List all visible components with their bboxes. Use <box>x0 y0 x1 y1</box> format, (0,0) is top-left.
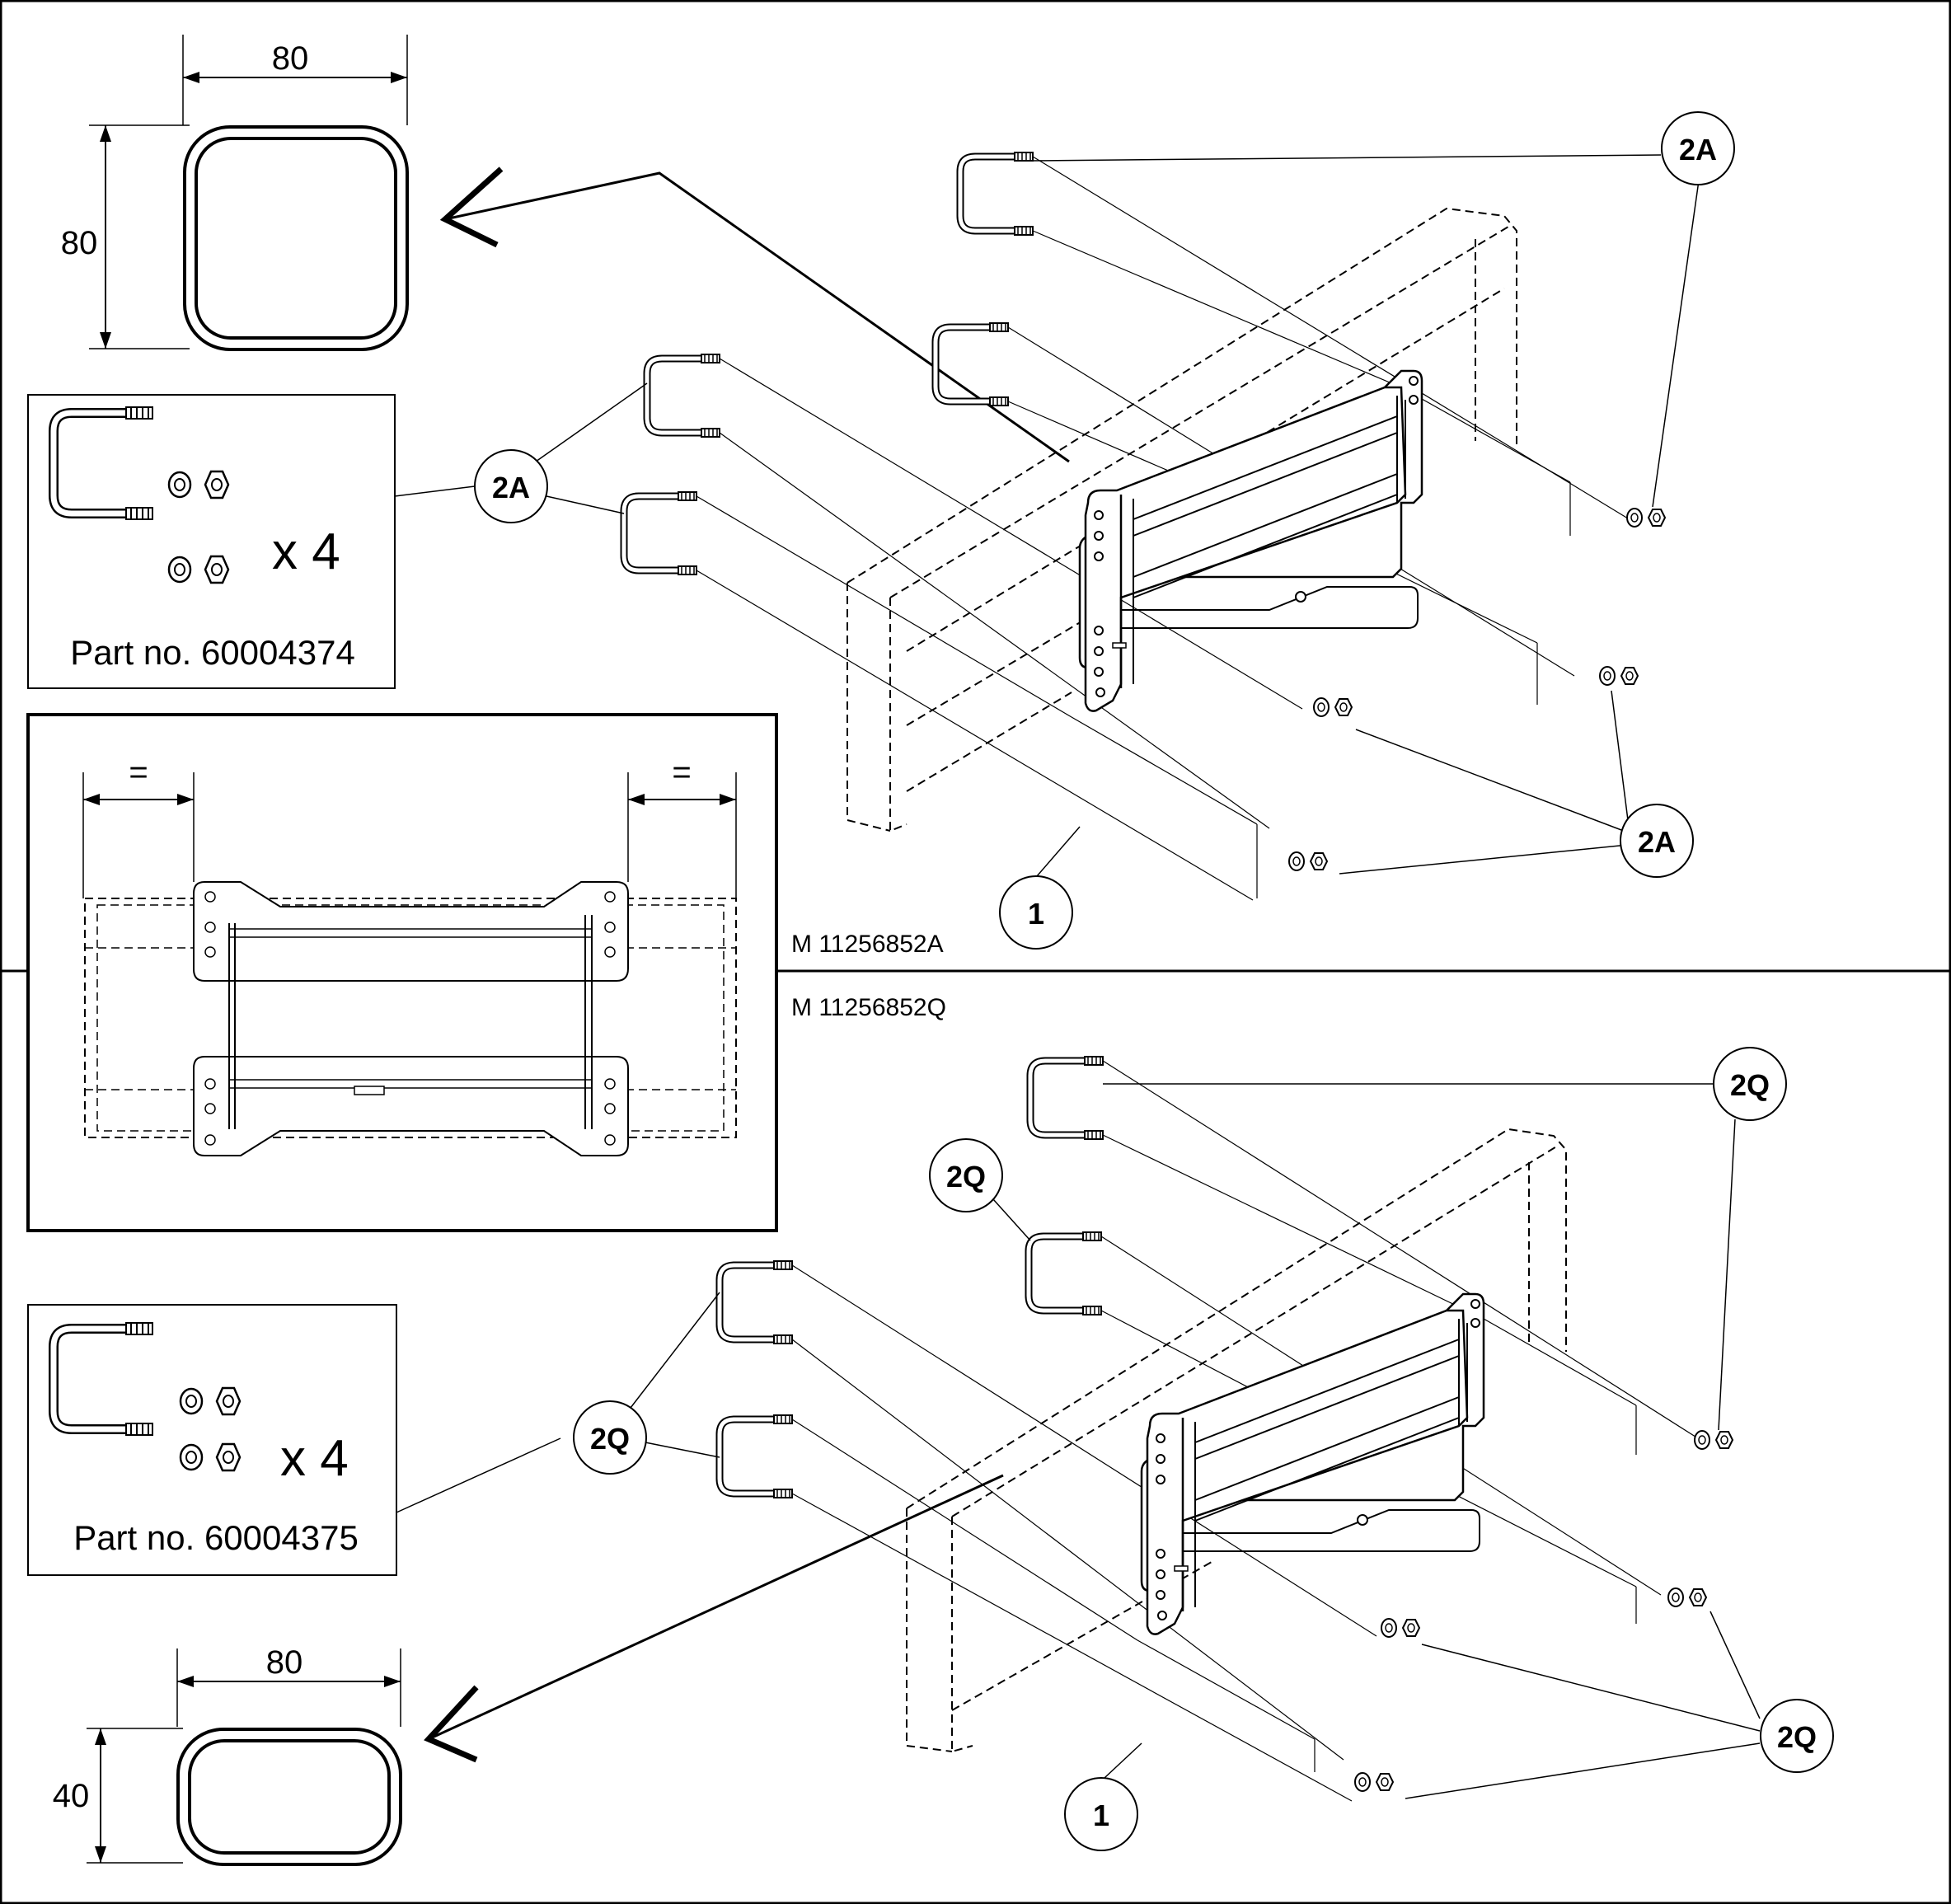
part-number-top: Part no. 60004374 <box>70 633 355 672</box>
callout-2a-lower: 2A <box>1339 690 1694 878</box>
nut-bottom-2 <box>1667 1587 1707 1607</box>
svg-text:2Q: 2Q <box>1777 1720 1817 1754</box>
svg-text:2A: 2A <box>1679 133 1717 166</box>
detail-top-view: = = <box>26 713 778 1232</box>
tube-height-label-top: 80 <box>61 225 98 261</box>
tube-bottom-isometric <box>906 1128 1567 1753</box>
ubolt-top-4 <box>624 492 696 574</box>
kit-quantity-top: x 4 <box>272 523 340 580</box>
ubolt-top-1 <box>960 152 1033 235</box>
kit-box-bottom: x 4 Part no. 60004375 <box>27 1304 561 1576</box>
callout-2a-left: 2A <box>474 382 648 523</box>
mounting-frame-top <box>1078 369 1423 712</box>
nut-bottom-1 <box>1694 1430 1733 1450</box>
tube-section-bottom: 80 40 <box>53 1474 1004 1866</box>
nut-top-1 <box>1626 508 1666 528</box>
svg-text:2A: 2A <box>1638 825 1676 859</box>
tube-width-label-bottom: 80 <box>266 1644 303 1681</box>
equal-mark-right: = <box>672 754 691 790</box>
drawing-code-top: M 11256852A <box>791 931 944 958</box>
nut-top-4 <box>1288 851 1328 871</box>
tube-width-label-top: 80 <box>272 40 309 77</box>
nut-bottom-4 <box>1354 1772 1394 1792</box>
bottom-panel: M 11256852Q x 4 Part no. 60004375 80 40 <box>27 994 1834 1866</box>
callout-2q-left: 2Q <box>573 1292 720 1475</box>
ubolt-bottom-1 <box>1030 1057 1103 1139</box>
ubolt-bottom-4 <box>720 1415 792 1498</box>
mounting-frame-bottom <box>1140 1292 1485 1635</box>
callout-2q-lower: 2Q <box>1405 1611 1834 1799</box>
svg-text:2A: 2A <box>492 471 530 504</box>
callout-1-bottom: 1 <box>1064 1742 1142 1851</box>
svg-text:2Q: 2Q <box>1730 1068 1770 1102</box>
callout-2a-upper: 2A <box>1032 111 1735 508</box>
nut-top-2 <box>1599 666 1639 686</box>
kit-box-top: x 4 Part no. 60004374 <box>27 394 476 689</box>
ubolt-bottom-3 <box>720 1261 792 1344</box>
drawing-code-bottom: M 11256852Q <box>791 994 946 1021</box>
svg-text:1: 1 <box>1028 897 1044 931</box>
svg-text:1: 1 <box>1093 1798 1109 1832</box>
callout-2q-upper: 2Q <box>1103 1047 1787 1431</box>
part-number-bottom: Part no. 60004375 <box>73 1518 359 1557</box>
nut-bottom-3 <box>1381 1618 1420 1638</box>
ubolt-top-3 <box>647 354 720 437</box>
svg-text:2Q: 2Q <box>590 1422 630 1456</box>
callout-1-top: 1 <box>999 826 1081 950</box>
ubolt-bottom-2 <box>1029 1232 1101 1315</box>
svg-text:2Q: 2Q <box>946 1160 986 1194</box>
kit-quantity-bottom: x 4 <box>280 1430 349 1487</box>
tube-height-label-bottom: 40 <box>53 1778 90 1814</box>
nut-top-3 <box>1313 697 1353 717</box>
callout-2q-mid: 2Q <box>929 1138 1031 1241</box>
top-panel: 80 80 x 4 Part no. 60004374 <box>26 35 1735 1232</box>
equal-mark-left: = <box>129 754 148 790</box>
